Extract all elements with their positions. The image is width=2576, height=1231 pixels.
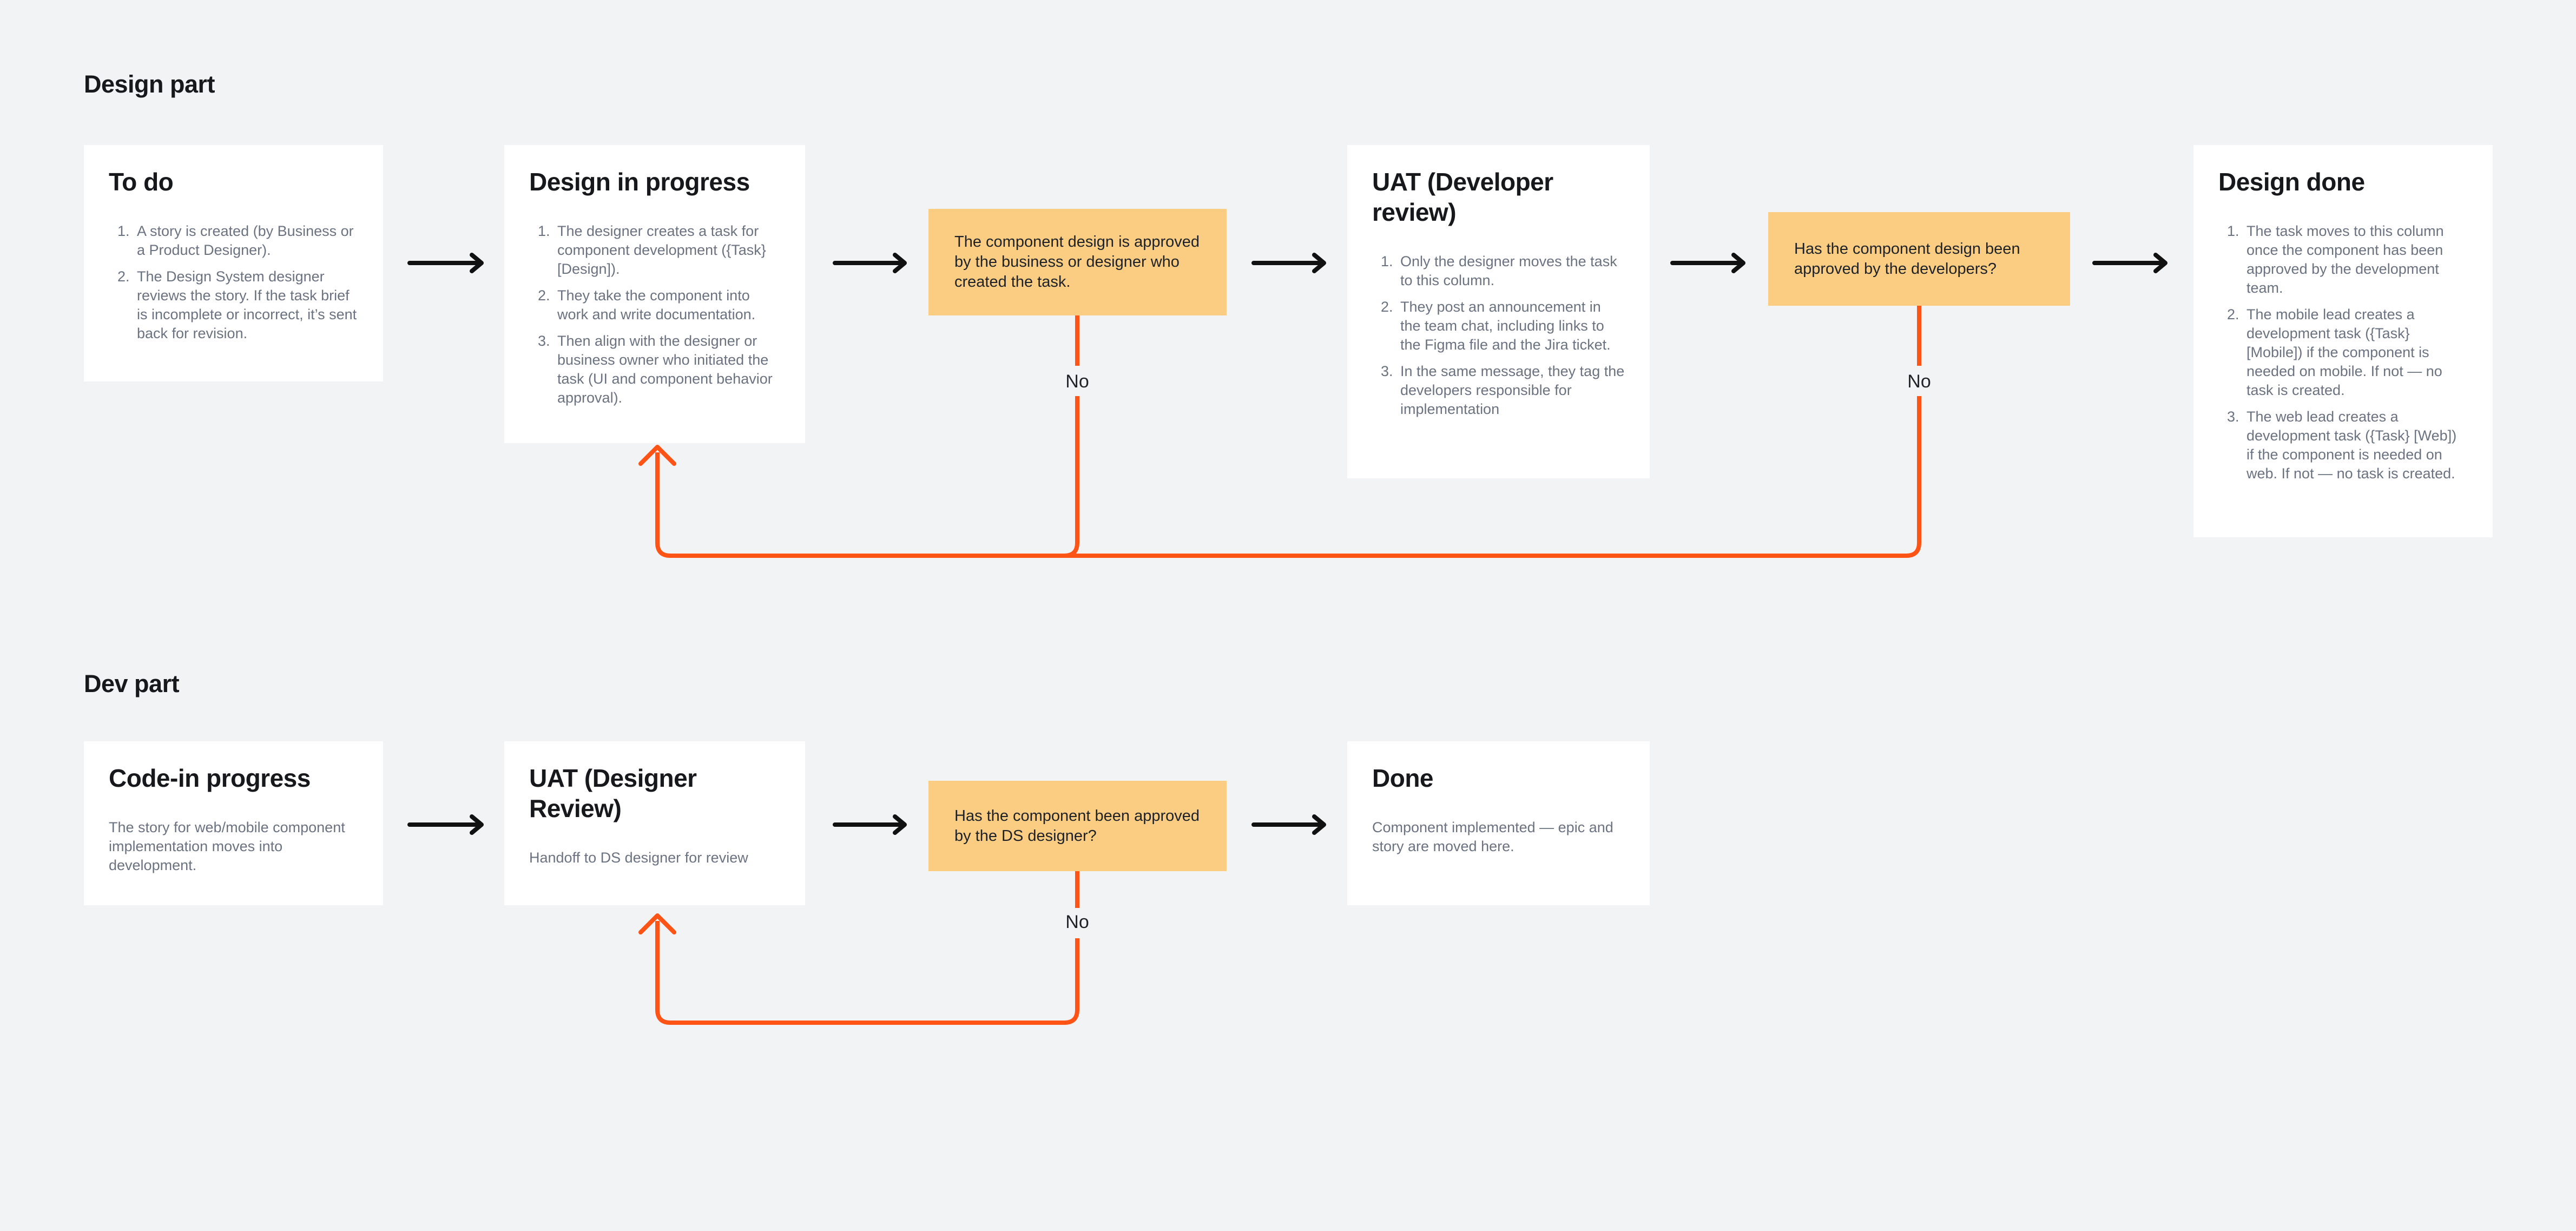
list-item: The mobile lead creates a development ta… [2243, 305, 2468, 400]
card-uat-designer-review: UAT (Designer Review) Handoff to DS desi… [504, 741, 805, 905]
note-developers-question-text: Has the component design been approved b… [1794, 240, 2020, 278]
orange-feedback-loop-design [638, 306, 1921, 558]
card-code-in-progress-title: Code-in progress [109, 764, 311, 792]
no-label-developers-question: No [1907, 371, 1931, 392]
note-ds-designer-question: Has the component been approved by the D… [928, 781, 1227, 871]
arrow-uat-developer-to-developers-question [1670, 253, 1745, 273]
card-design-in-progress: Design in progress The designer creates … [504, 145, 805, 443]
card-code-in-progress: Code-in progress The story for web/mobil… [84, 741, 383, 905]
list-item: They post an announcement in the team ch… [1397, 298, 1625, 354]
no-drop-from-business-approval-bottom [1064, 396, 1079, 558]
design-section-title: Design part [84, 70, 215, 98]
dev-section-title: Dev part [84, 670, 180, 697]
card-design-done: Design done The task moves to this colum… [2193, 145, 2493, 537]
list-item: Only the designer moves the task to this… [1397, 252, 1625, 290]
card-done-text: Component implemented — epic and story a… [1372, 819, 1613, 854]
card-todo-list: A story is created (by Business or a Pro… [109, 222, 358, 343]
card-uat-developer-review-title: UAT (Developer review) [1372, 168, 1553, 226]
list-item: The Design System designer reviews the s… [134, 267, 358, 343]
card-uat-developer-review-list: Only the designer moves the task to this… [1372, 252, 1625, 419]
no-label-ds-designer-question: No [1065, 912, 1089, 932]
black-forward-arrows-dev-row [407, 814, 1326, 835]
no-return-line-to-uat-designer [655, 921, 1079, 1025]
list-item: The designer creates a task for componen… [554, 222, 780, 279]
orange-feedback-loop-dev [638, 871, 1079, 1025]
list-item: A story is created (by Business or a Pro… [134, 222, 358, 260]
arrow-todo-to-in-progress [407, 253, 484, 273]
return-arrowhead-dev [638, 913, 676, 934]
note-ds-designer-question-text: Has the component been approved by the D… [954, 807, 1200, 845]
arrow-approval-note-to-uat-developer [1251, 253, 1326, 273]
list-item: The task moves to this column once the c… [2243, 222, 2468, 298]
arrow-ds-question-to-done [1251, 814, 1326, 835]
card-uat-designer-review-title: UAT (Designer Review) [529, 764, 697, 822]
card-design-done-list: The task moves to this column once the c… [2218, 222, 2468, 483]
arrow-uat-designer-to-ds-question [833, 814, 907, 835]
list-item: In the same message, they tag the develo… [1397, 362, 1625, 419]
card-design-done-title: Design done [2218, 168, 2365, 196]
black-forward-arrows-design-row [407, 253, 2167, 273]
card-uat-developer-review: UAT (Developer review) Only the designer… [1347, 145, 1650, 478]
no-return-line-to-design-in-progress [655, 396, 1921, 558]
return-arrowhead-design [638, 445, 676, 466]
note-developers-question: Has the component design been approved b… [1768, 212, 2070, 306]
arrow-in-progress-to-approval-note [833, 253, 907, 273]
note-business-approval-text: The component design is approved by the … [954, 233, 1200, 291]
card-code-in-progress-text: The story for web/mobile component imple… [109, 819, 345, 873]
list-item: The web lead creates a development task … [2243, 407, 2468, 483]
arrow-code-in-progress-to-uat-designer [407, 814, 484, 835]
card-done-title: Done [1372, 764, 1434, 792]
card-uat-designer-review-text: Handoff to DS designer for review [529, 850, 748, 866]
no-label-business-approval: No [1065, 371, 1089, 392]
list-item: Then align with the designer or business… [554, 332, 780, 407]
arrow-developers-question-to-design-done [2092, 253, 2167, 273]
card-done: Done Component implemented — epic and st… [1347, 741, 1650, 905]
card-design-in-progress-list: The designer creates a task for componen… [529, 222, 780, 407]
note-business-approval: The component design is approved by the … [928, 209, 1227, 315]
list-item: They take the component into work and wr… [554, 286, 780, 324]
card-todo-title: To do [109, 168, 174, 196]
card-design-in-progress-title: Design in progress [529, 168, 750, 196]
card-todo: To do A story is created (by Business or… [84, 145, 383, 381]
